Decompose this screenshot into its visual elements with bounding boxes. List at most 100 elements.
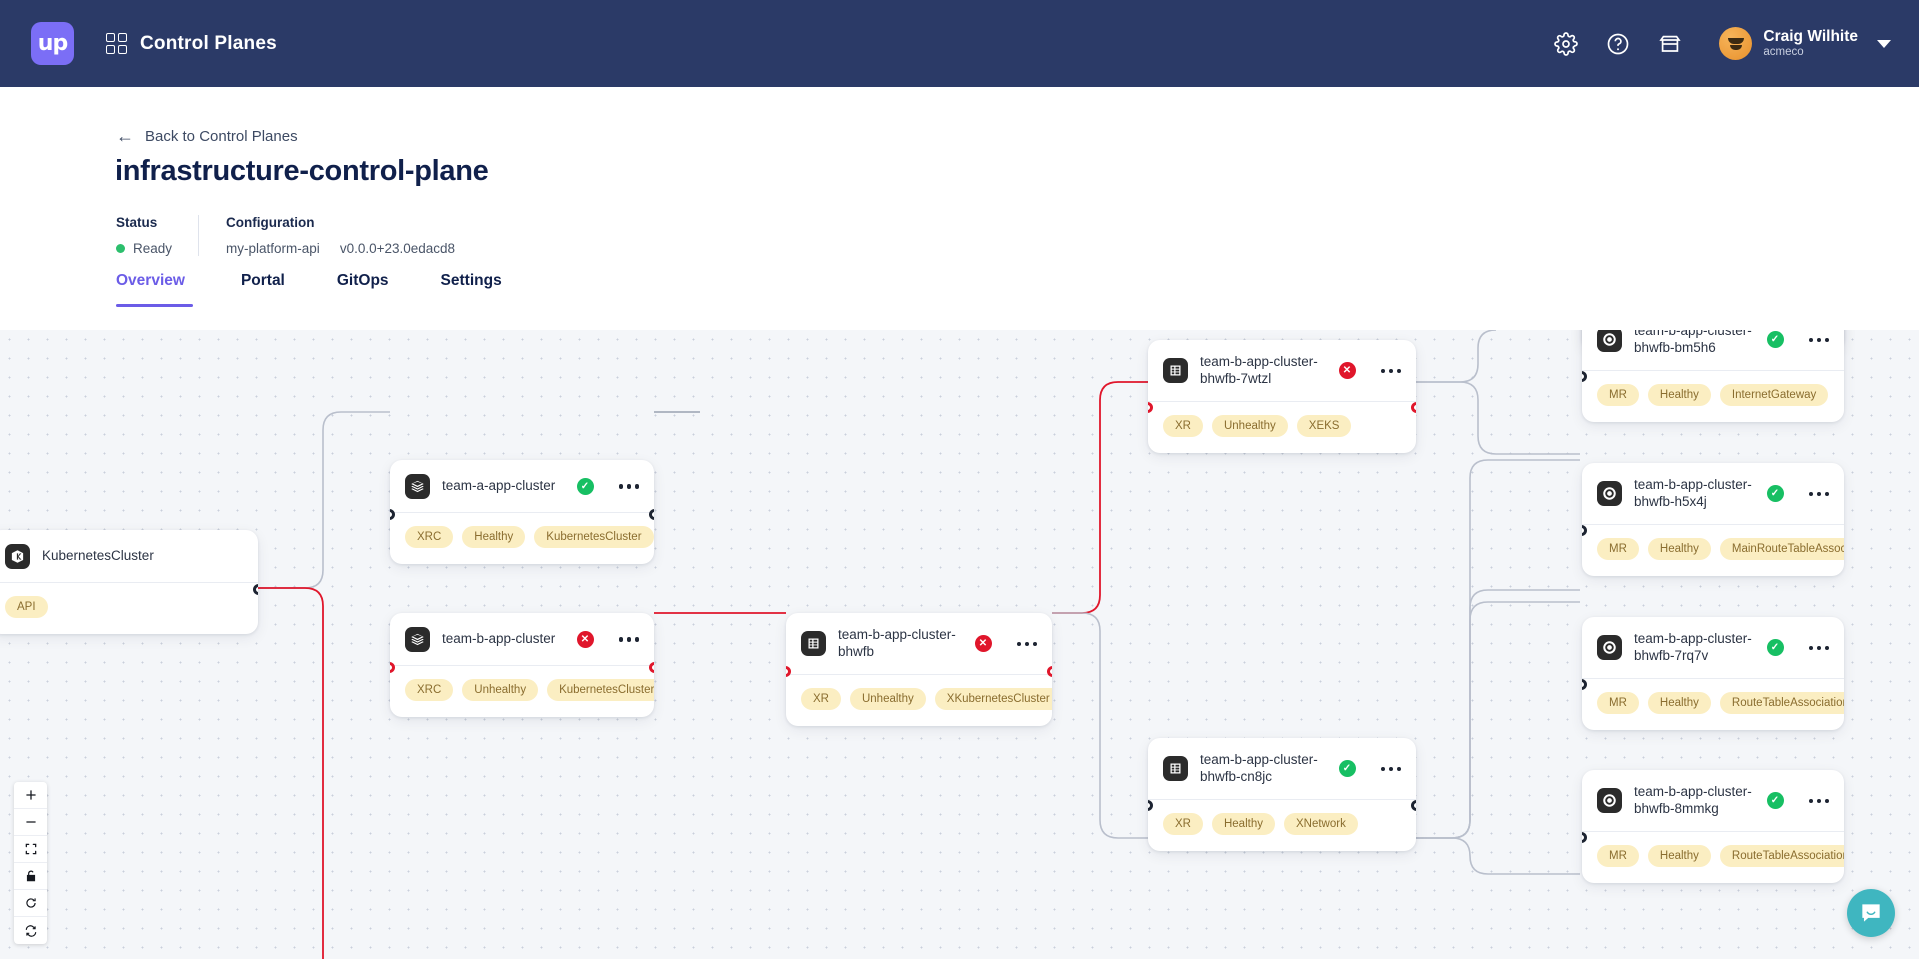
avatar [1719,27,1753,60]
node-port-right[interactable] [649,508,654,520]
arrow-left-icon: ← [116,126,134,146]
configuration-value: my-platform-api v0.0.0+23.0edacd8 [226,241,455,256]
managed-resource-icon [1597,788,1622,814]
fit-view-button[interactable] [14,836,47,863]
node-title: team-b-app-cluster-bhwfb-bm5h6 [1634,330,1752,355]
node-port-left[interactable] [1582,525,1587,536]
tab-overview[interactable]: Overview [116,272,215,307]
graph-node-team-b-app-cluster-bhwfb-bm5h6[interactable]: team-b-app-cluster-bhwfb-bm5h6 ✓ MR Heal… [1582,330,1844,422]
node-menu-button[interactable] [1808,491,1829,497]
chevron-down-icon[interactable] [1877,39,1891,48]
status-text: Ready [133,241,173,256]
node-menu-button[interactable] [1016,641,1037,647]
page-header: ← Back to Control Planes infrastructure-… [0,87,1919,330]
graph-node-team-b-app-cluster-bhwfb-h5x4j[interactable]: team-b-app-cluster-bhwfb-h5x4j ✓ MR Heal… [1582,463,1844,576]
node-port-left[interactable] [390,661,395,673]
tab-settings[interactable]: Settings [440,272,502,289]
node-tag: InternetGateway [1719,383,1829,406]
node-port-right[interactable] [253,584,258,596]
node-tags: XR Unhealthy XEKS [1148,402,1416,453]
status-healthy-icon: ✓ [576,478,594,495]
graph-node-team-b-app-cluster-bhwfb[interactable]: team-b-app-cluster-bhwfb ✕ XR Unhealthy … [786,613,1052,726]
node-title: team-b-app-cluster-bhwfb-cn8jc [1200,752,1318,784]
status-unhealthy-icon: ✕ [974,635,992,653]
node-tag: MR [1597,844,1639,867]
graph-node-team-b-app-cluster-bhwfb-8mmkg[interactable]: team-b-app-cluster-bhwfb-8mmkg ✓ MR Heal… [1582,770,1844,883]
node-port-right[interactable] [1411,402,1416,413]
node-port-left[interactable] [390,508,395,520]
resource-graph-canvas[interactable]: KubernetesCluster API team-a-app-cluster… [0,330,1919,959]
graph-node-kubernetescluster[interactable]: KubernetesCluster API [0,530,258,634]
sync-button[interactable] [14,917,47,944]
node-tag: MR [1597,537,1639,560]
node-header: team-b-app-cluster-bhwfb-h5x4j ✓ [1582,463,1844,524]
node-menu-button[interactable] [1380,766,1401,772]
graph-node-team-b-app-cluster-bhwfb-cn8jc[interactable]: team-b-app-cluster-bhwfb-cn8jc ✓ XR Heal… [1148,738,1416,851]
node-tag: Unhealthy [849,687,926,710]
gear-icon[interactable] [1553,31,1579,57]
node-tag: API [5,596,48,618]
node-tag: Healthy [1211,812,1275,835]
tab-gitops[interactable]: GitOps [336,272,389,289]
status-unhealthy-icon: ✕ [576,631,594,648]
node-tag: XR [1163,812,1203,835]
node-menu-button[interactable] [1808,798,1829,804]
graph-node-team-b-app-cluster-bhwfb-7wtzl[interactable]: team-b-app-cluster-bhwfb-7wtzl ✕ XR Unhe… [1148,340,1416,453]
node-port-left[interactable] [1148,800,1153,811]
tab-portal[interactable]: Portal [240,272,285,289]
layers-icon [405,627,430,652]
node-title: team-b-app-cluster-bhwfb-8mmkg [1634,784,1752,816]
node-title: team-b-app-cluster-bhwfb-7wtzl [1200,354,1318,386]
nav-title: Control Planes [140,32,277,54]
marketplace-icon[interactable] [1657,31,1683,57]
kubernetes-icon [5,544,30,569]
upbound-logo[interactable]: up [31,22,74,65]
node-port-right[interactable] [1047,665,1052,677]
node-port-right[interactable] [1411,800,1416,811]
grid-icon [106,33,127,54]
nav-right-group: Craig Wilhite acmeco [1553,27,1891,60]
node-menu-button[interactable] [1380,368,1401,374]
node-divider [1582,523,1844,525]
node-divider [1582,830,1844,832]
composite-icon [801,631,826,657]
chat-widget-button[interactable] [1847,889,1895,937]
node-tag: KubernetesCluster [547,679,654,701]
canvas-controls [14,782,47,944]
node-tags: MR Healthy MainRouteTableAssociation [1582,525,1844,576]
back-to-control-planes-link[interactable]: ← Back to Control Planes [116,127,298,145]
nav-title-group[interactable]: Control Planes [106,33,277,55]
graph-node-team-a-app-cluster[interactable]: team-a-app-cluster ✓ XRC Healthy Kuberne… [390,460,654,564]
node-port-left[interactable] [1148,402,1153,413]
node-menu-button[interactable] [618,637,639,642]
back-link-label: Back to Control Planes [145,127,298,145]
node-port-right[interactable] [649,661,654,673]
zoom-in-button[interactable] [14,782,47,809]
node-port-left[interactable] [786,665,791,677]
node-menu-button[interactable] [1808,337,1829,343]
node-menu-button[interactable] [1808,645,1829,651]
node-port-left[interactable] [1582,832,1587,843]
node-title: team-b-app-cluster-bhwfb-h5x4j [1634,477,1752,509]
reset-button[interactable] [14,890,47,917]
zoom-out-button[interactable] [14,809,47,836]
graph-node-team-b-app-cluster-bhwfb-7rq7v[interactable]: team-b-app-cluster-bhwfb-7rq7v ✓ MR Heal… [1582,617,1844,730]
status-dot-icon [116,244,125,253]
node-header: team-b-app-cluster-bhwfb ✕ [786,613,1052,674]
node-menu-button[interactable] [618,484,639,489]
user-menu[interactable]: Craig Wilhite acmeco [1719,27,1891,60]
node-header: team-b-app-cluster-bhwfb-7wtzl ✕ [1148,340,1416,401]
node-divider [0,582,258,583]
help-icon[interactable] [1605,31,1631,57]
lock-button[interactable] [14,863,47,890]
node-title: team-b-app-cluster-bhwfb-7rq7v [1634,631,1752,663]
node-port-left[interactable] [1582,371,1587,382]
status-block: Status Ready [116,215,198,256]
node-tag: XEKS [1296,414,1352,437]
node-tag: MainRouteTableAssociation [1719,537,1844,560]
node-port-left[interactable] [1582,679,1587,690]
node-header: team-a-app-cluster ✓ [390,460,654,512]
node-tag: Healthy [1647,844,1711,867]
node-tag: Healthy [462,526,526,548]
graph-node-team-b-app-cluster[interactable]: team-b-app-cluster ✕ XRC Unhealthy Kuber… [390,613,654,717]
